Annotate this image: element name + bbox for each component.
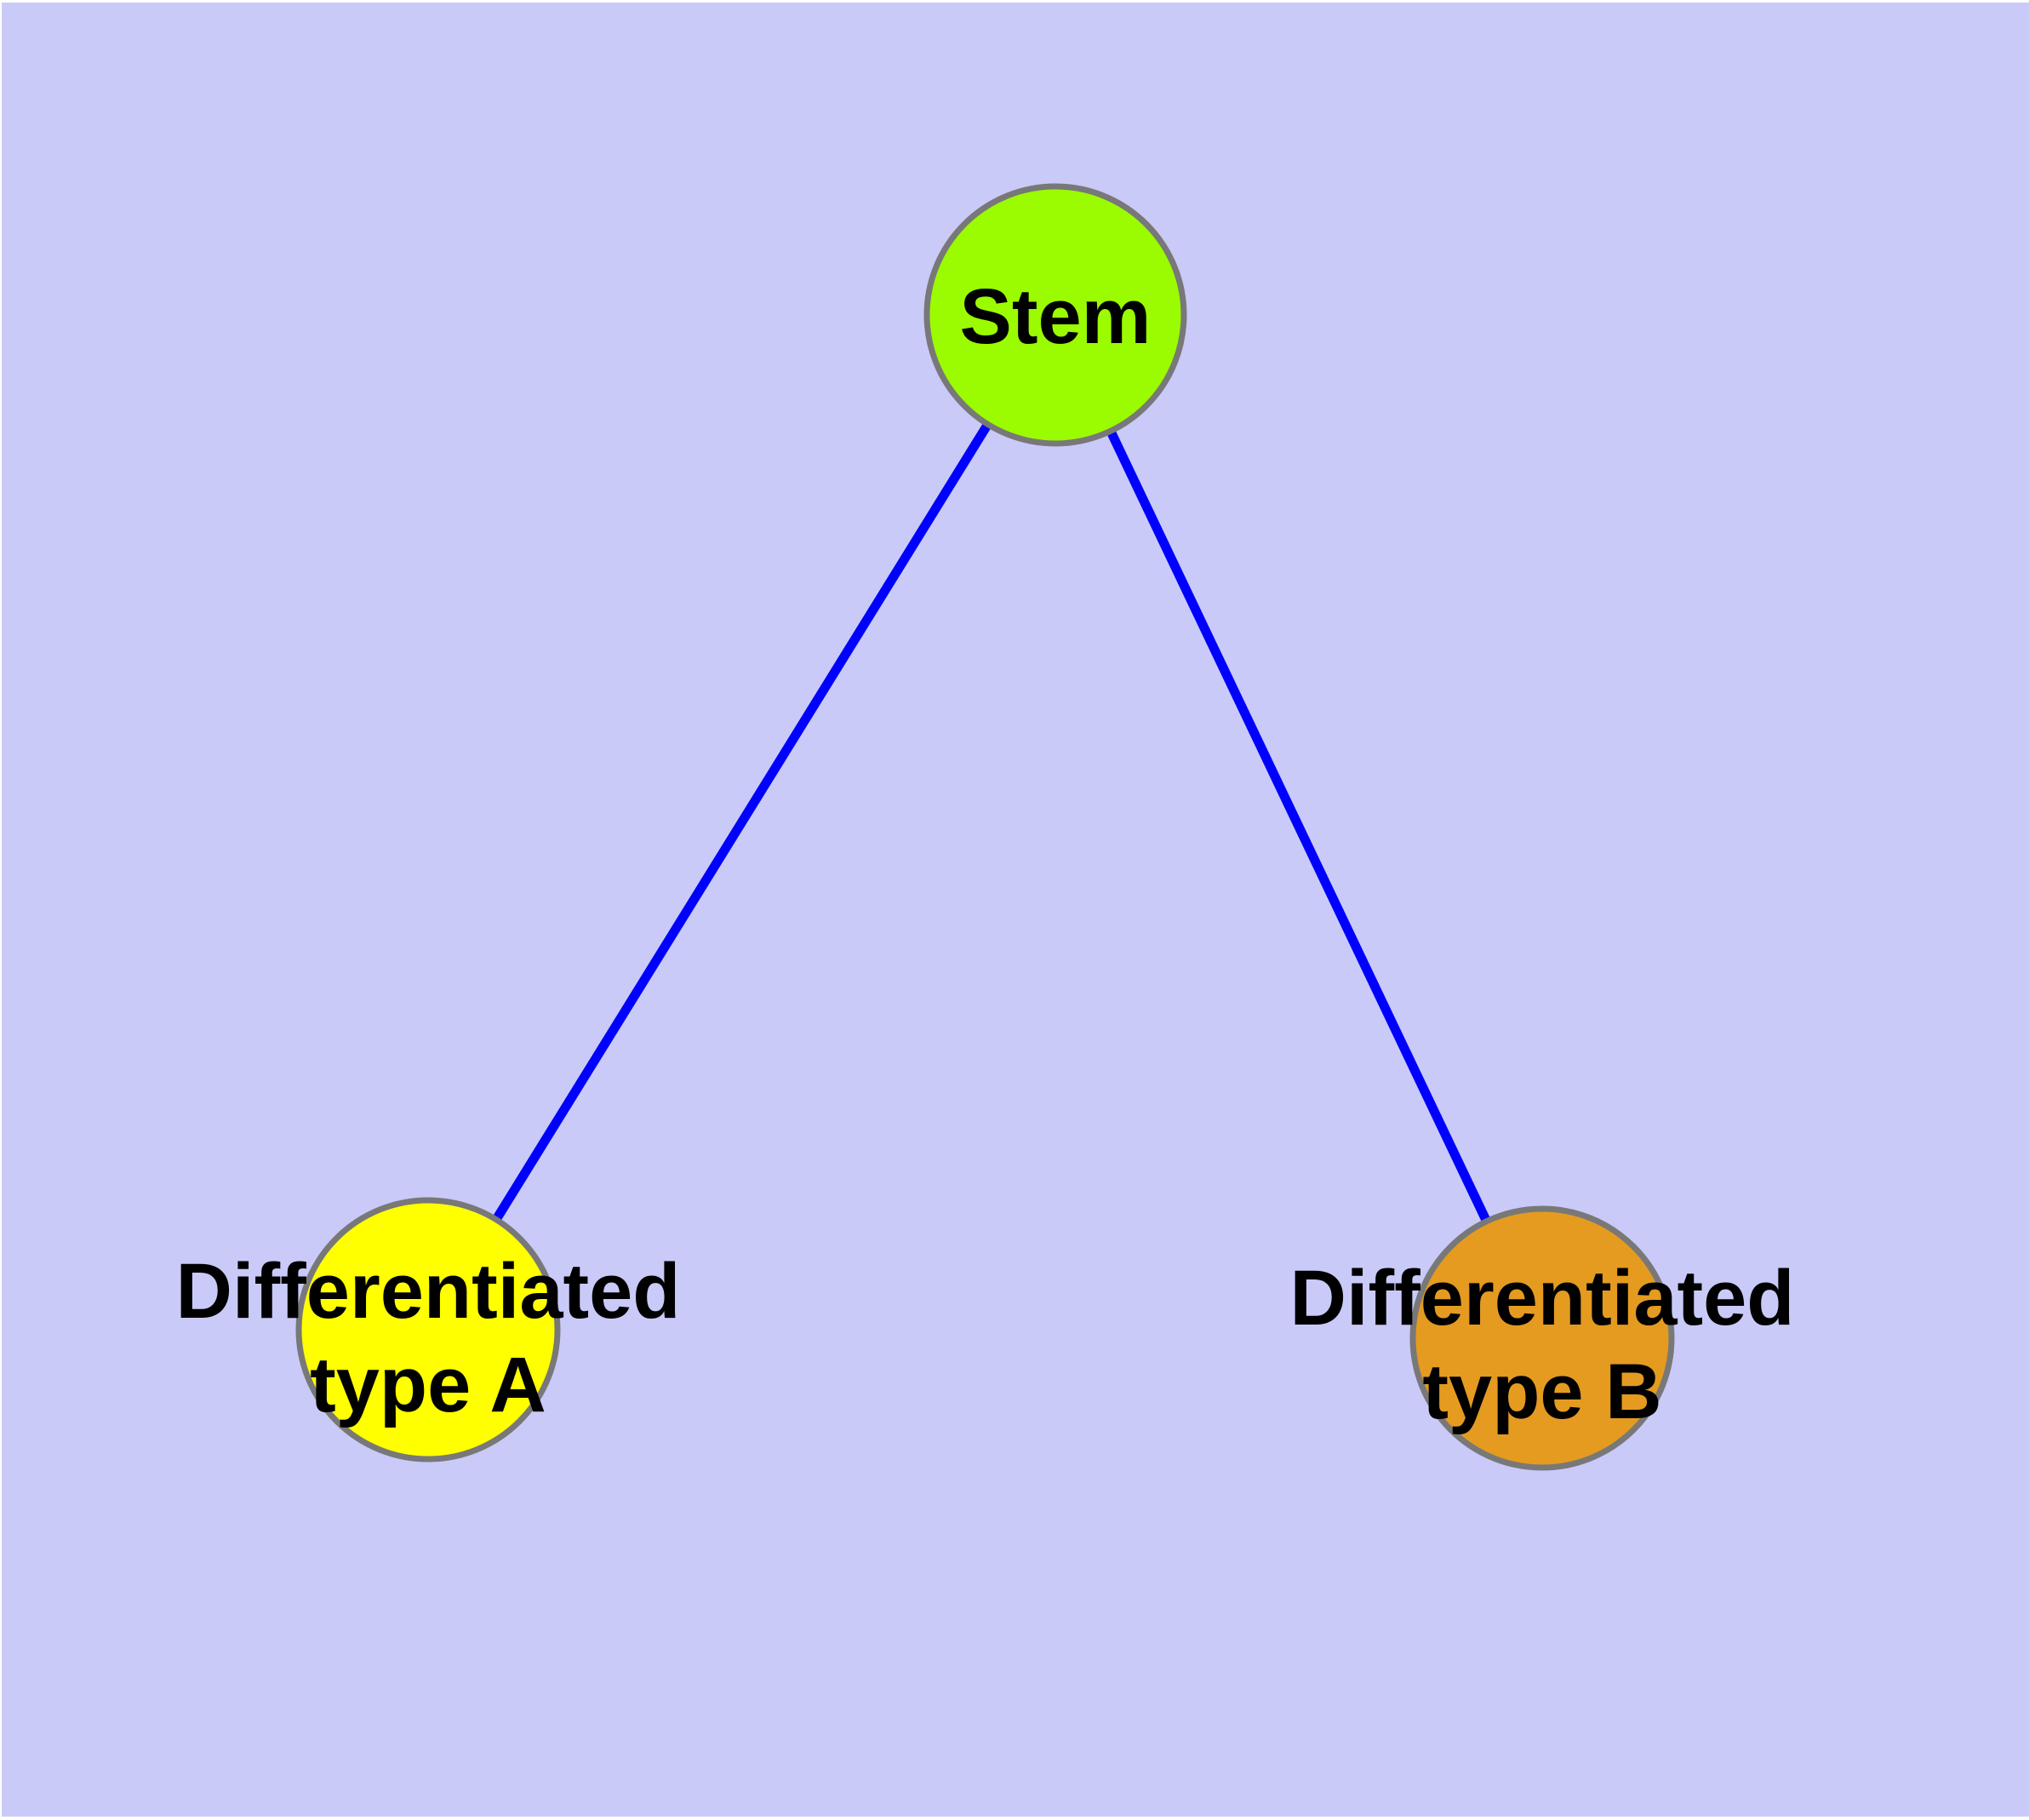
node-type-a: Differentiated type A [176, 1197, 681, 1462]
edge-stem-to-type-a [424, 312, 1060, 1332]
type-a-node-circle [295, 1197, 561, 1462]
edge-stem-to-type-b [1051, 312, 1546, 1341]
stem-node-circle [923, 183, 1187, 447]
type-a-node-label-line1: Differentiated [176, 1248, 681, 1335]
type-b-node-label-line1: Differentiated [1290, 1255, 1795, 1342]
type-a-node-label-line2: type A [310, 1342, 546, 1428]
stem-node-label: Stem [960, 273, 1152, 360]
node-stem: Stem [923, 183, 1187, 447]
type-b-node-label-line2: type B [1422, 1348, 1661, 1435]
edges [424, 312, 1546, 1341]
type-b-node-circle [1409, 1205, 1675, 1471]
node-type-b: Differentiated type B [1290, 1205, 1795, 1471]
